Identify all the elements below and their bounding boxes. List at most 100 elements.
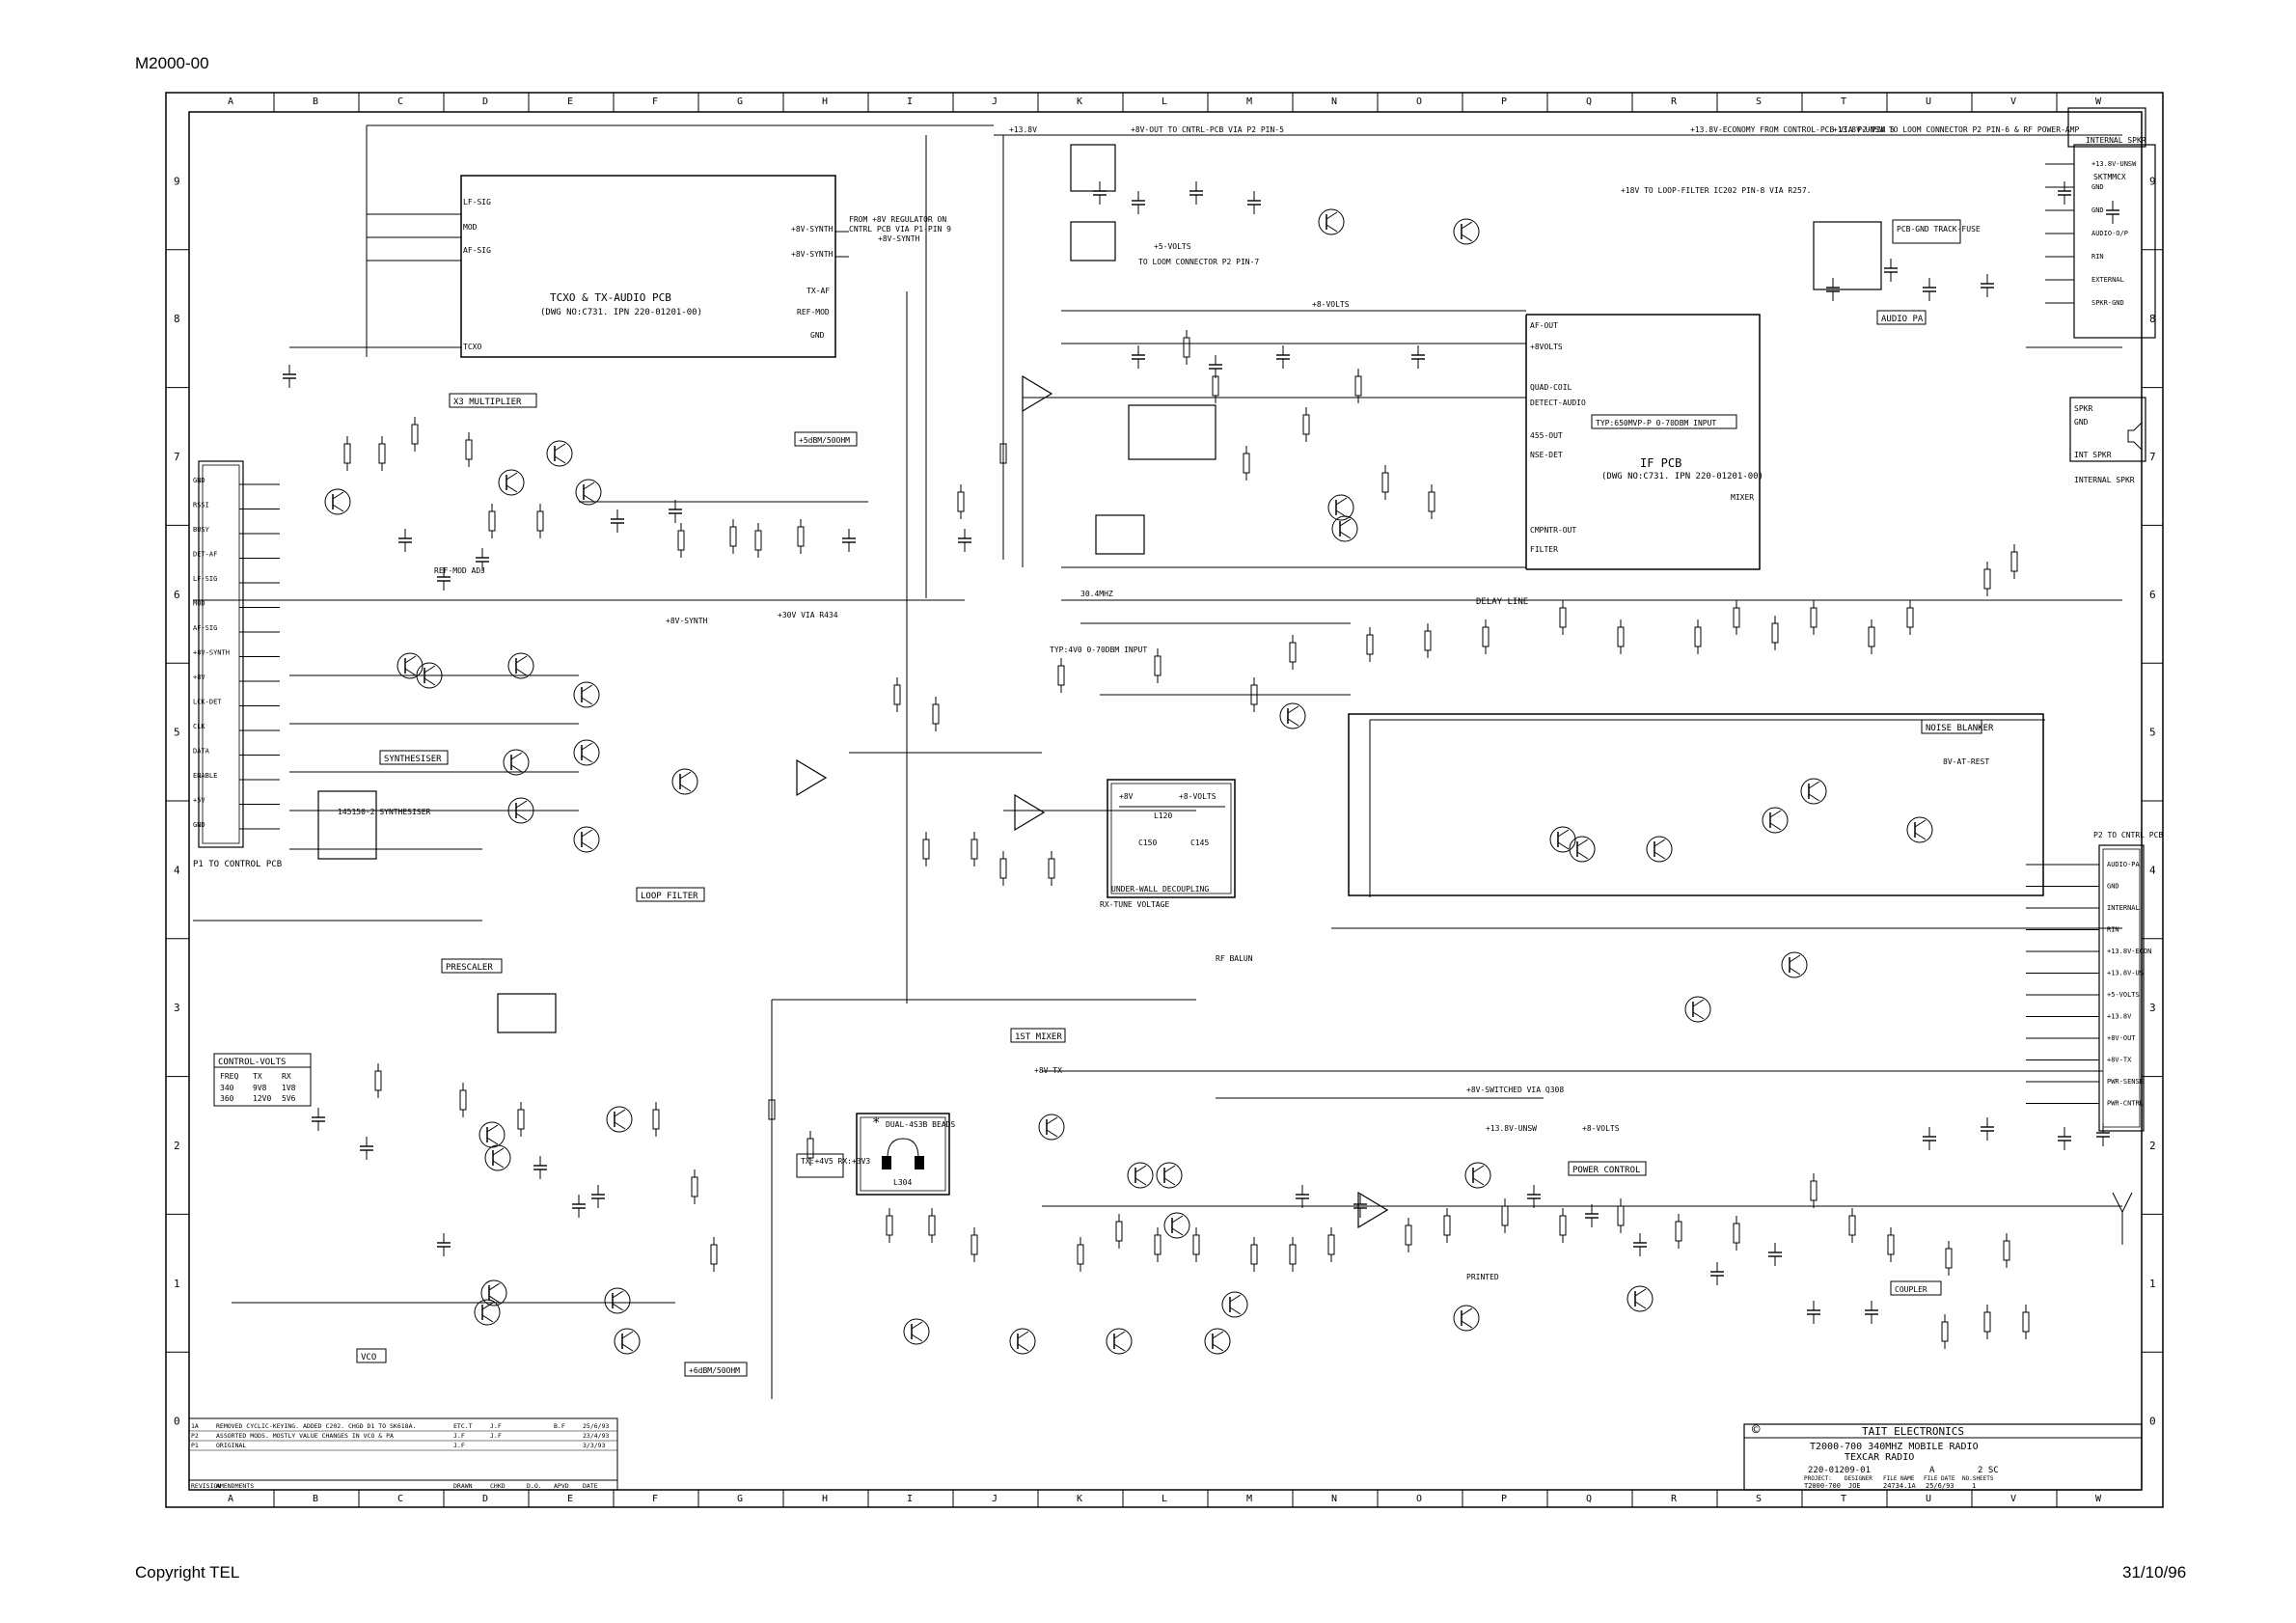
resistor-symbol bbox=[691, 1176, 698, 1197]
p2-pin-label: +13.8V-ECON bbox=[2107, 948, 2151, 955]
revision-cell: ETC.T bbox=[453, 1422, 473, 1430]
tb-lbl-designer: DESIGNER bbox=[1845, 1475, 1872, 1482]
ic-package bbox=[1070, 221, 1116, 261]
revision-cell: P1 bbox=[191, 1442, 199, 1449]
x3-multiplier-label: X3 MULTIPLIER bbox=[453, 398, 522, 407]
column-label: V bbox=[2010, 1494, 2016, 1504]
p1-pin-label: AF-SIG bbox=[193, 624, 217, 632]
transistor-symbol bbox=[1009, 1328, 1036, 1355]
tcxo-sub: (DWG NO:C731. IPN 220-01201-00) bbox=[540, 308, 702, 317]
column-label: J bbox=[992, 96, 998, 107]
annotations: +13.8V +8V-OUT TO CNTRL-PCB VIA P2 PIN-5… bbox=[434, 125, 2126, 1377]
resistor-symbol bbox=[1424, 630, 1432, 651]
transistor-symbol bbox=[1106, 1328, 1133, 1355]
note-econ: +13.8V-ECONOMY FROM CONTROL-PCB VIA P2-P… bbox=[1690, 125, 1895, 134]
resistor-symbol bbox=[806, 1138, 814, 1159]
p1-pin-label: +8V bbox=[193, 674, 205, 681]
note-8volts-top: +8-VOLTS bbox=[1312, 300, 1350, 309]
resistor-symbol bbox=[374, 1070, 382, 1091]
note-txrx-volts: TX:+4V5 RX:+3V3 bbox=[801, 1157, 870, 1166]
column-label: W bbox=[2095, 1494, 2102, 1504]
note-6dbm: +6dBM/50OHM bbox=[689, 1366, 740, 1375]
resistor-symbol bbox=[1848, 1215, 1856, 1236]
transistor-symbol bbox=[1762, 807, 1789, 834]
note-8v-rest: 8V-AT-REST bbox=[1943, 757, 1989, 766]
ic-package bbox=[2067, 107, 2146, 148]
p1-pin-label: GND bbox=[193, 477, 205, 484]
row-label: 6 bbox=[174, 589, 180, 601]
resistor-symbol bbox=[1154, 655, 1162, 676]
synthesiser-label: SYNTHESISER bbox=[384, 755, 442, 764]
cv-head-rx: RX bbox=[282, 1072, 291, 1081]
revision-header: APVD bbox=[554, 1482, 569, 1490]
resistor-symbol bbox=[1906, 607, 1914, 628]
note-8volts-low: +8-VOLTS bbox=[1582, 1124, 1620, 1133]
column-label: T bbox=[1841, 1494, 1846, 1504]
revision-cell: ASSORTED MODS. MOSTLY VALUE CHANGES IN V… bbox=[216, 1432, 394, 1440]
transistor-symbol bbox=[1327, 494, 1354, 521]
column-label: E bbox=[567, 96, 573, 107]
cv-r2-freq: 360 bbox=[220, 1094, 234, 1103]
resistor-symbol bbox=[1559, 607, 1567, 628]
p2-pin-label: +8V-TX bbox=[2107, 1057, 2132, 1064]
speaker-pin-label: GND bbox=[2091, 206, 2104, 214]
column-label: F bbox=[652, 96, 658, 107]
row-label: 0 bbox=[2149, 1416, 2156, 1428]
beads-box: * DUAL-4S3B BEADS L304 bbox=[856, 1113, 955, 1196]
transistor-symbol bbox=[1549, 826, 1576, 853]
p2-pin-label: INTERNAL bbox=[2107, 904, 2140, 912]
resistor-symbol bbox=[1183, 337, 1190, 358]
resistor-symbol bbox=[1077, 1244, 1084, 1265]
column-label: J bbox=[992, 1494, 998, 1504]
cv-r1-tx: 9V8 bbox=[253, 1084, 267, 1092]
tb-lbl-nosheets: NO.SHEETS bbox=[1962, 1475, 1994, 1482]
cv-r1-rx: 1V8 bbox=[282, 1084, 296, 1092]
transistor-symbol bbox=[903, 1318, 930, 1345]
row-label: 4 bbox=[174, 864, 180, 876]
column-label: B bbox=[313, 1494, 318, 1504]
transistor-symbol bbox=[1279, 702, 1306, 729]
column-label: D bbox=[482, 1494, 488, 1504]
title-company: TAIT ELECTRONICS bbox=[1862, 1425, 1964, 1438]
p1-pin-label: CLK bbox=[193, 723, 205, 730]
p1-pin-label: RSSI bbox=[193, 502, 209, 509]
title-line1: T2000-700 340MHZ MOBILE RADIO bbox=[1810, 1442, 1979, 1452]
transistor-symbol bbox=[1800, 778, 1827, 805]
op-amp-symbol bbox=[1014, 793, 1046, 832]
tcxo-pin-gnd: GND bbox=[810, 331, 825, 340]
note-pcb-gnd: PCB-GND TRACK-FUSE bbox=[1897, 225, 1981, 234]
column-label: N bbox=[1331, 1494, 1337, 1504]
synth-chip-label: 145150-2 SYNTHESISER bbox=[338, 808, 431, 816]
resistor-symbol bbox=[2022, 1311, 2030, 1333]
column-label: T bbox=[1841, 96, 1846, 107]
tcxo-pin-refmod: REF-MOD bbox=[797, 308, 830, 316]
column-label: K bbox=[1077, 1494, 1082, 1504]
resistor-symbol bbox=[1192, 1234, 1200, 1255]
revision-cell: 1A bbox=[191, 1422, 199, 1430]
title-dwgno: 220-01209-01 bbox=[1808, 1466, 1871, 1475]
wiring bbox=[193, 124, 2122, 1399]
internal-spkr-note: INTERNAL SPKR bbox=[2074, 476, 2135, 484]
transistor-symbol bbox=[507, 652, 534, 679]
transistor-symbol bbox=[1127, 1162, 1154, 1189]
p1-pin-label: ENABLE bbox=[193, 772, 217, 780]
transistor-symbol bbox=[484, 1144, 511, 1171]
column-labels: AABBCCDDEEFFGGHHIIJJKKLLMMNNOOPPQQRRSSTT… bbox=[228, 93, 2102, 1507]
row-label: 2 bbox=[2149, 1140, 2156, 1152]
resistor-symbol bbox=[932, 703, 940, 725]
control-volts-title: CONTROL-VOLTS bbox=[218, 1058, 286, 1067]
transistor-symbol bbox=[480, 1279, 507, 1307]
prescaler-label: PRESCALER bbox=[446, 963, 493, 973]
p1-pin-label: LCK-DET bbox=[193, 699, 222, 706]
if-pin-filter: FILTER bbox=[1530, 545, 1558, 554]
transistor-symbol bbox=[604, 1287, 631, 1314]
cv-r2-tx: 12V0 bbox=[253, 1094, 271, 1103]
if-pin-cmpntr: CMPNTR-OUT bbox=[1530, 526, 1576, 535]
pl201-gnd: GND bbox=[2074, 418, 2089, 426]
resistor-symbol bbox=[1617, 626, 1625, 647]
title-sheet: 2 SC bbox=[1978, 1466, 1999, 1475]
p2-connector: P2 TO CNTRL PCB AUDIO-PAGNDINTERNALRIN+1… bbox=[2026, 831, 2163, 1132]
speaker-pin-label: AUDIO-O/P bbox=[2091, 230, 2128, 237]
p1-pin-label: BUSY bbox=[193, 526, 210, 534]
p1-pin-label: DET-AF bbox=[193, 551, 217, 559]
